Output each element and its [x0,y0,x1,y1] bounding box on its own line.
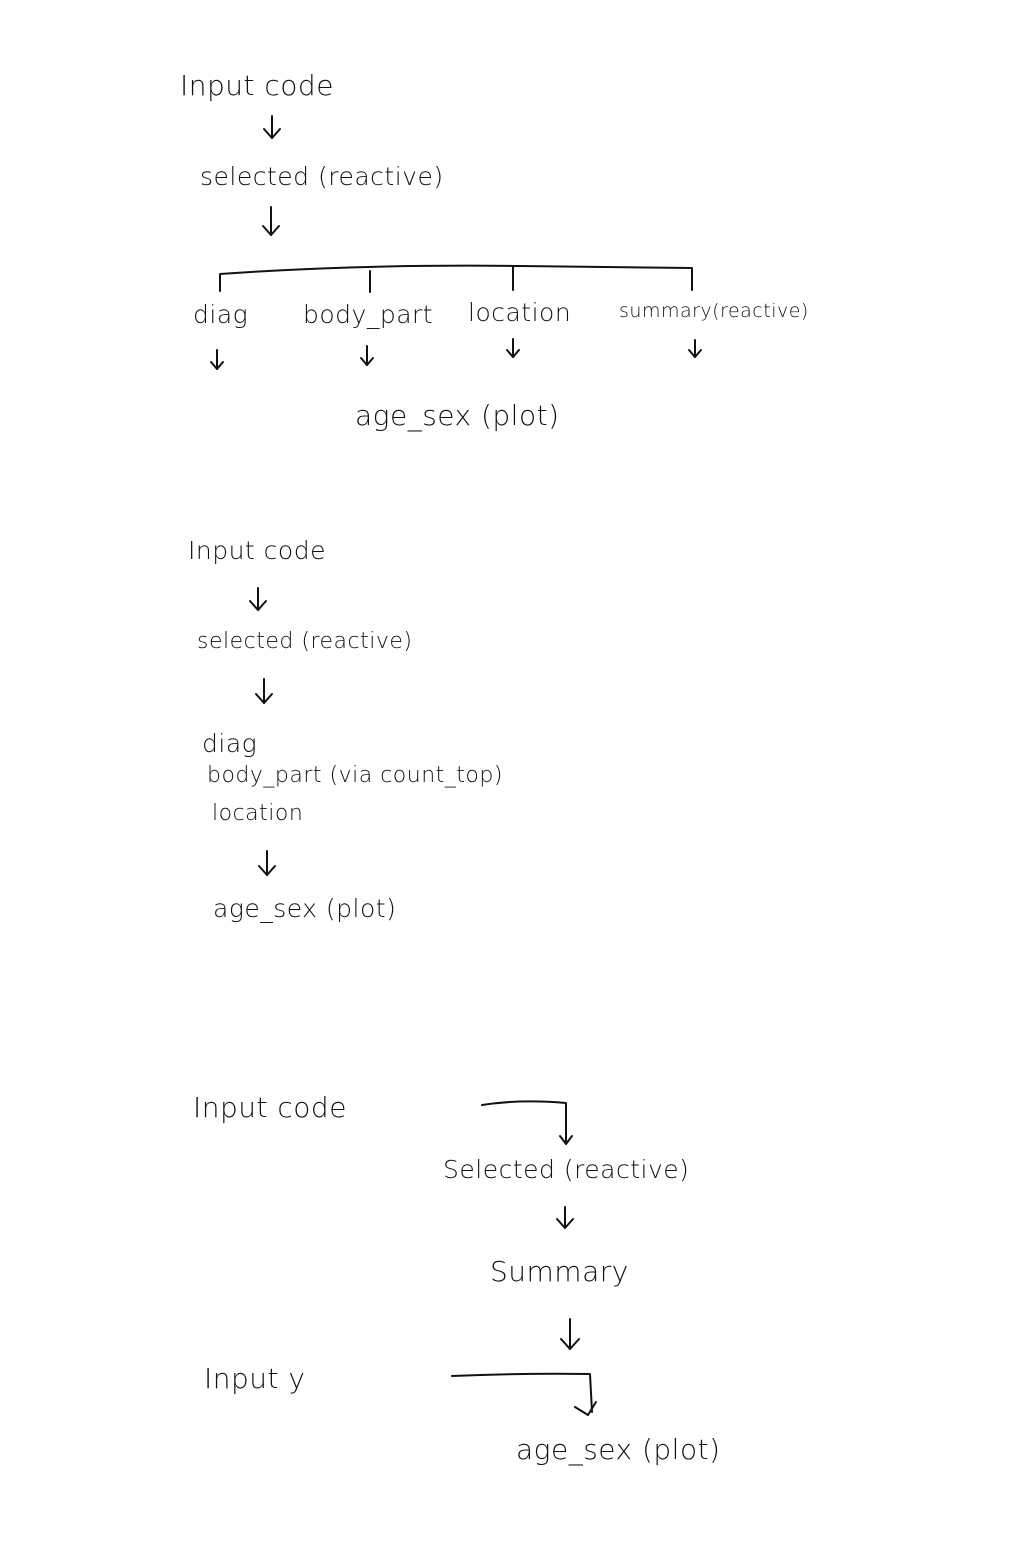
d2-arrow-items-output [258,850,276,876]
d1-arrow-summary [688,339,702,358]
d3-elbow-input-selected [481,1100,573,1145]
d3-input-y-label: Input y [204,1362,306,1395]
d1-output-age-sex: age_sex (plot) [355,399,560,432]
d1-arrow-selected-branch [262,206,280,236]
d2-input-code-label: Input code [188,536,326,565]
d1-arrow-location [506,338,520,358]
d3-selected-label: Selected (reactive) [443,1155,690,1184]
d1-child-body-part: body_part [303,300,434,329]
d3-elbow-input-y-output [451,1372,597,1416]
d1-branch-connector [219,264,693,293]
d3-output-age-sex: age_sex (plot) [516,1433,721,1466]
d3-summary-label: Summary [490,1255,629,1288]
d2-item-body-part: body_part (via count_top) [207,763,503,788]
d3-input-code-label: Input code [193,1091,347,1124]
d2-item-location: location [212,801,304,826]
d2-arrow-selected-items [255,678,273,704]
d2-selected-label: selected (reactive) [197,629,413,654]
d1-child-diag: diag [193,300,249,329]
d1-child-summary: summary(reactive) [619,300,809,322]
d1-arrow-body-part [360,345,374,366]
d3-arrow-selected-summary [556,1206,574,1229]
d2-output-age-sex: age_sex (plot) [213,894,397,923]
d3-arrow-summary-output [560,1318,580,1350]
d2-arrow-input-selected [249,587,267,611]
d1-input-code-label: Input code [180,69,334,102]
d1-selected-label: selected (reactive) [200,162,444,191]
d2-item-diag: diag [202,729,258,758]
d1-arrow-input-selected [263,115,281,139]
d1-arrow-diag [210,349,224,370]
d1-child-location: location [468,298,572,327]
